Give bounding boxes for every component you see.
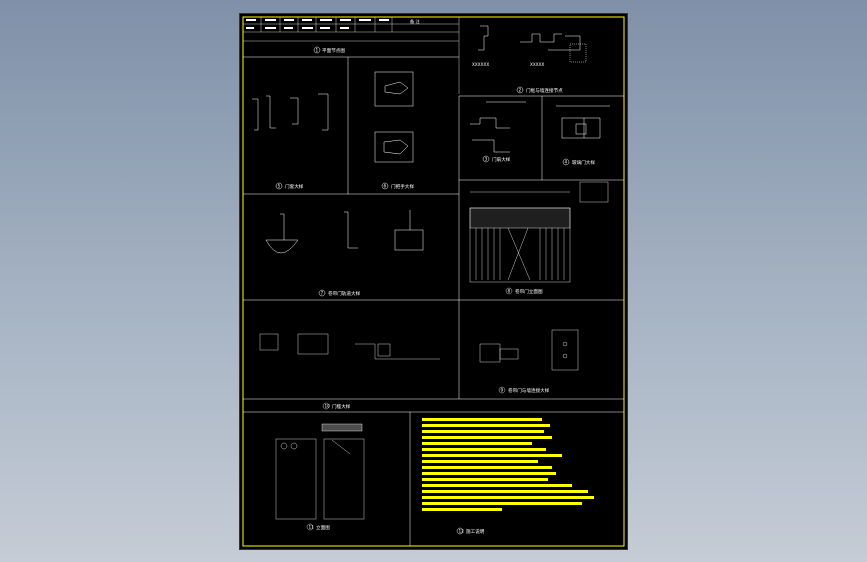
panel-number-1: 1: [316, 48, 319, 53]
panel-caption-8: 卷帘门立面图: [515, 288, 543, 295]
sheet-border: [242, 16, 625, 547]
svg-text:XXXXXX: XXXXXX: [472, 62, 489, 67]
drawing-canvas: 备 注: [242, 16, 625, 547]
panel-number-5: 5: [278, 184, 281, 189]
panel-number-3: 3: [485, 157, 488, 162]
panel-caption-11: 立面图: [316, 524, 330, 531]
panel-10: [259, 333, 440, 410]
header-note-label: 备 注: [410, 18, 421, 25]
panel-number-11: 11: [309, 525, 315, 530]
panel-caption-9: 卷帘门与墙连接大样: [508, 387, 550, 394]
panel-caption-2: 门框与墙连接节点: [526, 87, 563, 94]
panel-11: [275, 423, 365, 531]
drawing-sheet[interactable]: 备 注: [240, 14, 627, 549]
panel-caption-3: 门扇大样: [492, 156, 511, 163]
panel-caption-7: 卷帘门轨道大样: [328, 290, 361, 297]
panel-caption-10: 门槛大样: [332, 403, 351, 410]
construction-notes: [422, 418, 594, 511]
panel-caption-4: 玻璃门大样: [572, 159, 595, 166]
panel-4: [556, 105, 610, 166]
panel-caption-5: 门套大样: [285, 183, 304, 190]
panel-2: XXXXXX XXXXX: [472, 25, 587, 94]
panel-grid: [243, 56, 624, 546]
panel-1: 1 平面节点图: [313, 46, 345, 54]
panel-8: [469, 181, 609, 295]
panel-caption-6: 门把手大样: [391, 183, 414, 190]
panel-caption-12: 施工说明: [466, 528, 485, 535]
panel-number-9: 9: [501, 388, 504, 393]
panel-5: [252, 93, 329, 190]
svg-text:XXXXX: XXXXX: [530, 62, 544, 67]
panel-3: [470, 101, 526, 163]
panel-number-8: 8: [508, 289, 511, 294]
panel-number-4: 4: [565, 160, 568, 165]
panel-number-7: 7: [321, 291, 324, 296]
panel-number-2: 2: [519, 88, 522, 93]
panel-caption-1: 平面节点图: [322, 48, 345, 54]
header-table: [243, 17, 460, 94]
panel-number-12: 12: [459, 529, 465, 534]
header-cell-texts: [246, 19, 389, 29]
panel-number-10: 10: [325, 404, 331, 409]
panel-9: [479, 329, 579, 394]
panel-7: [265, 210, 424, 297]
panel-6: [374, 71, 414, 190]
panel-number-6: 6: [384, 184, 387, 189]
